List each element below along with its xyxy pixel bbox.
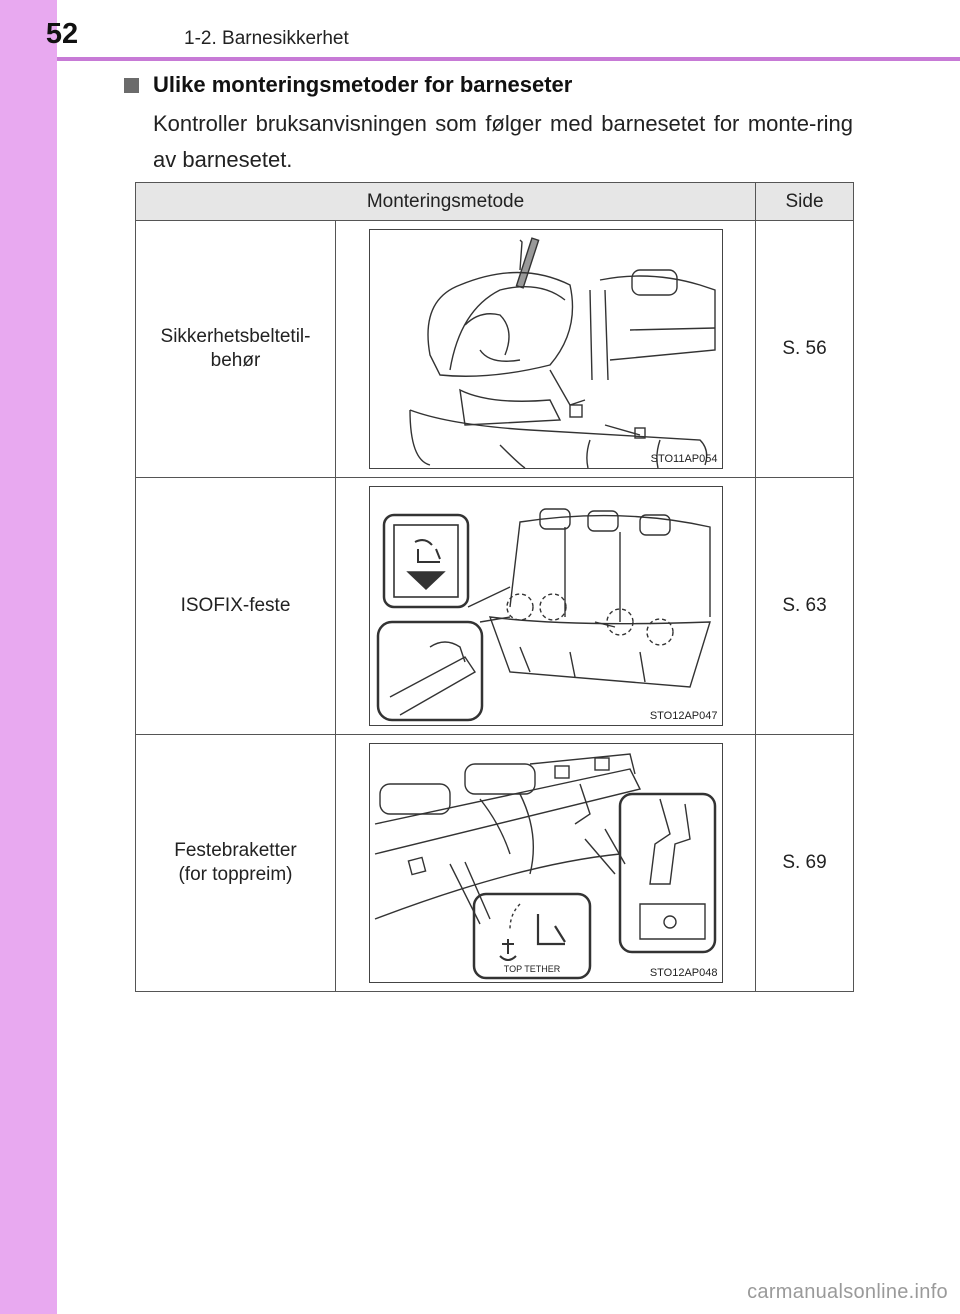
method-label: Festebraketter (for toppreim) [174,839,297,887]
figure-code: STO12AP047 [649,710,718,722]
section-title: 1-2. Barnesikkerhet [184,28,349,49]
method-label: Sikkerhetsbeltetil- behør [161,325,311,373]
section-heading: Ulike monteringsmetoder for barneseter [124,72,572,98]
isofix-drawing [376,508,711,722]
illustration-cell: STO11AP054 [335,220,756,478]
header-rule [57,57,960,61]
square-bullet-icon [124,77,139,93]
table-row: Sikkerhetsbeltetil- behør [135,220,854,478]
illustration-cell: TOP TETHER STO12AP048 [335,734,756,992]
side-color-strip [0,0,57,1314]
method-label: ISOFIX-feste [181,594,291,618]
method-cell: ISOFIX-feste [135,477,336,735]
method-cell: Festebraketter (for toppreim) [135,734,336,992]
page-cell: S. 56 [755,220,854,478]
column-header-method: Monteringsmetode [135,182,756,221]
table-header-row: Monteringsmetode Side [135,182,854,221]
method-cell: Sikkerhetsbeltetil- behør [135,220,336,478]
table-row: ISOFIX-feste [135,477,854,735]
table-row: Festebraketter (for toppreim) [135,734,854,992]
seatbelt-child-seat-illustration: STO11AP054 [368,229,723,469]
method-label-line: (for toppreim) [178,864,293,885]
method-label-line: Festebraketter [174,840,297,861]
method-label-line: Sikkerhetsbeltetil- [160,326,311,347]
mounting-methods-table: Monteringsmetode Side Sikkerhetsbeltetil… [135,182,854,992]
heading-text: Ulike monteringsmetoder for barneseter [153,72,573,97]
watermark: carmanualsonline.info [747,1281,948,1303]
method-label-line: behør [210,350,261,371]
page-cell: S. 69 [755,734,854,992]
child-seat-drawing [408,237,716,468]
top-tether-drawing: TOP TETHER [374,753,716,980]
column-header-page: Side [755,182,854,221]
illustration-cell: STO12AP047 [335,477,756,735]
page-cell: S. 63 [755,477,854,735]
page-number: 52 [45,18,79,50]
top-tether-illustration: TOP TETHER STO12AP048 [368,743,723,983]
figure-inner-label: TOP TETHER [503,964,560,974]
figure-code: STO11AP054 [650,453,718,465]
intro-paragraph: Kontroller bruksanvisningen som følger m… [153,111,853,172]
method-label-line: ISOFIX-feste [180,595,291,616]
figure-code: STO12AP048 [649,967,718,979]
isofix-illustration: STO12AP047 [368,486,723,726]
